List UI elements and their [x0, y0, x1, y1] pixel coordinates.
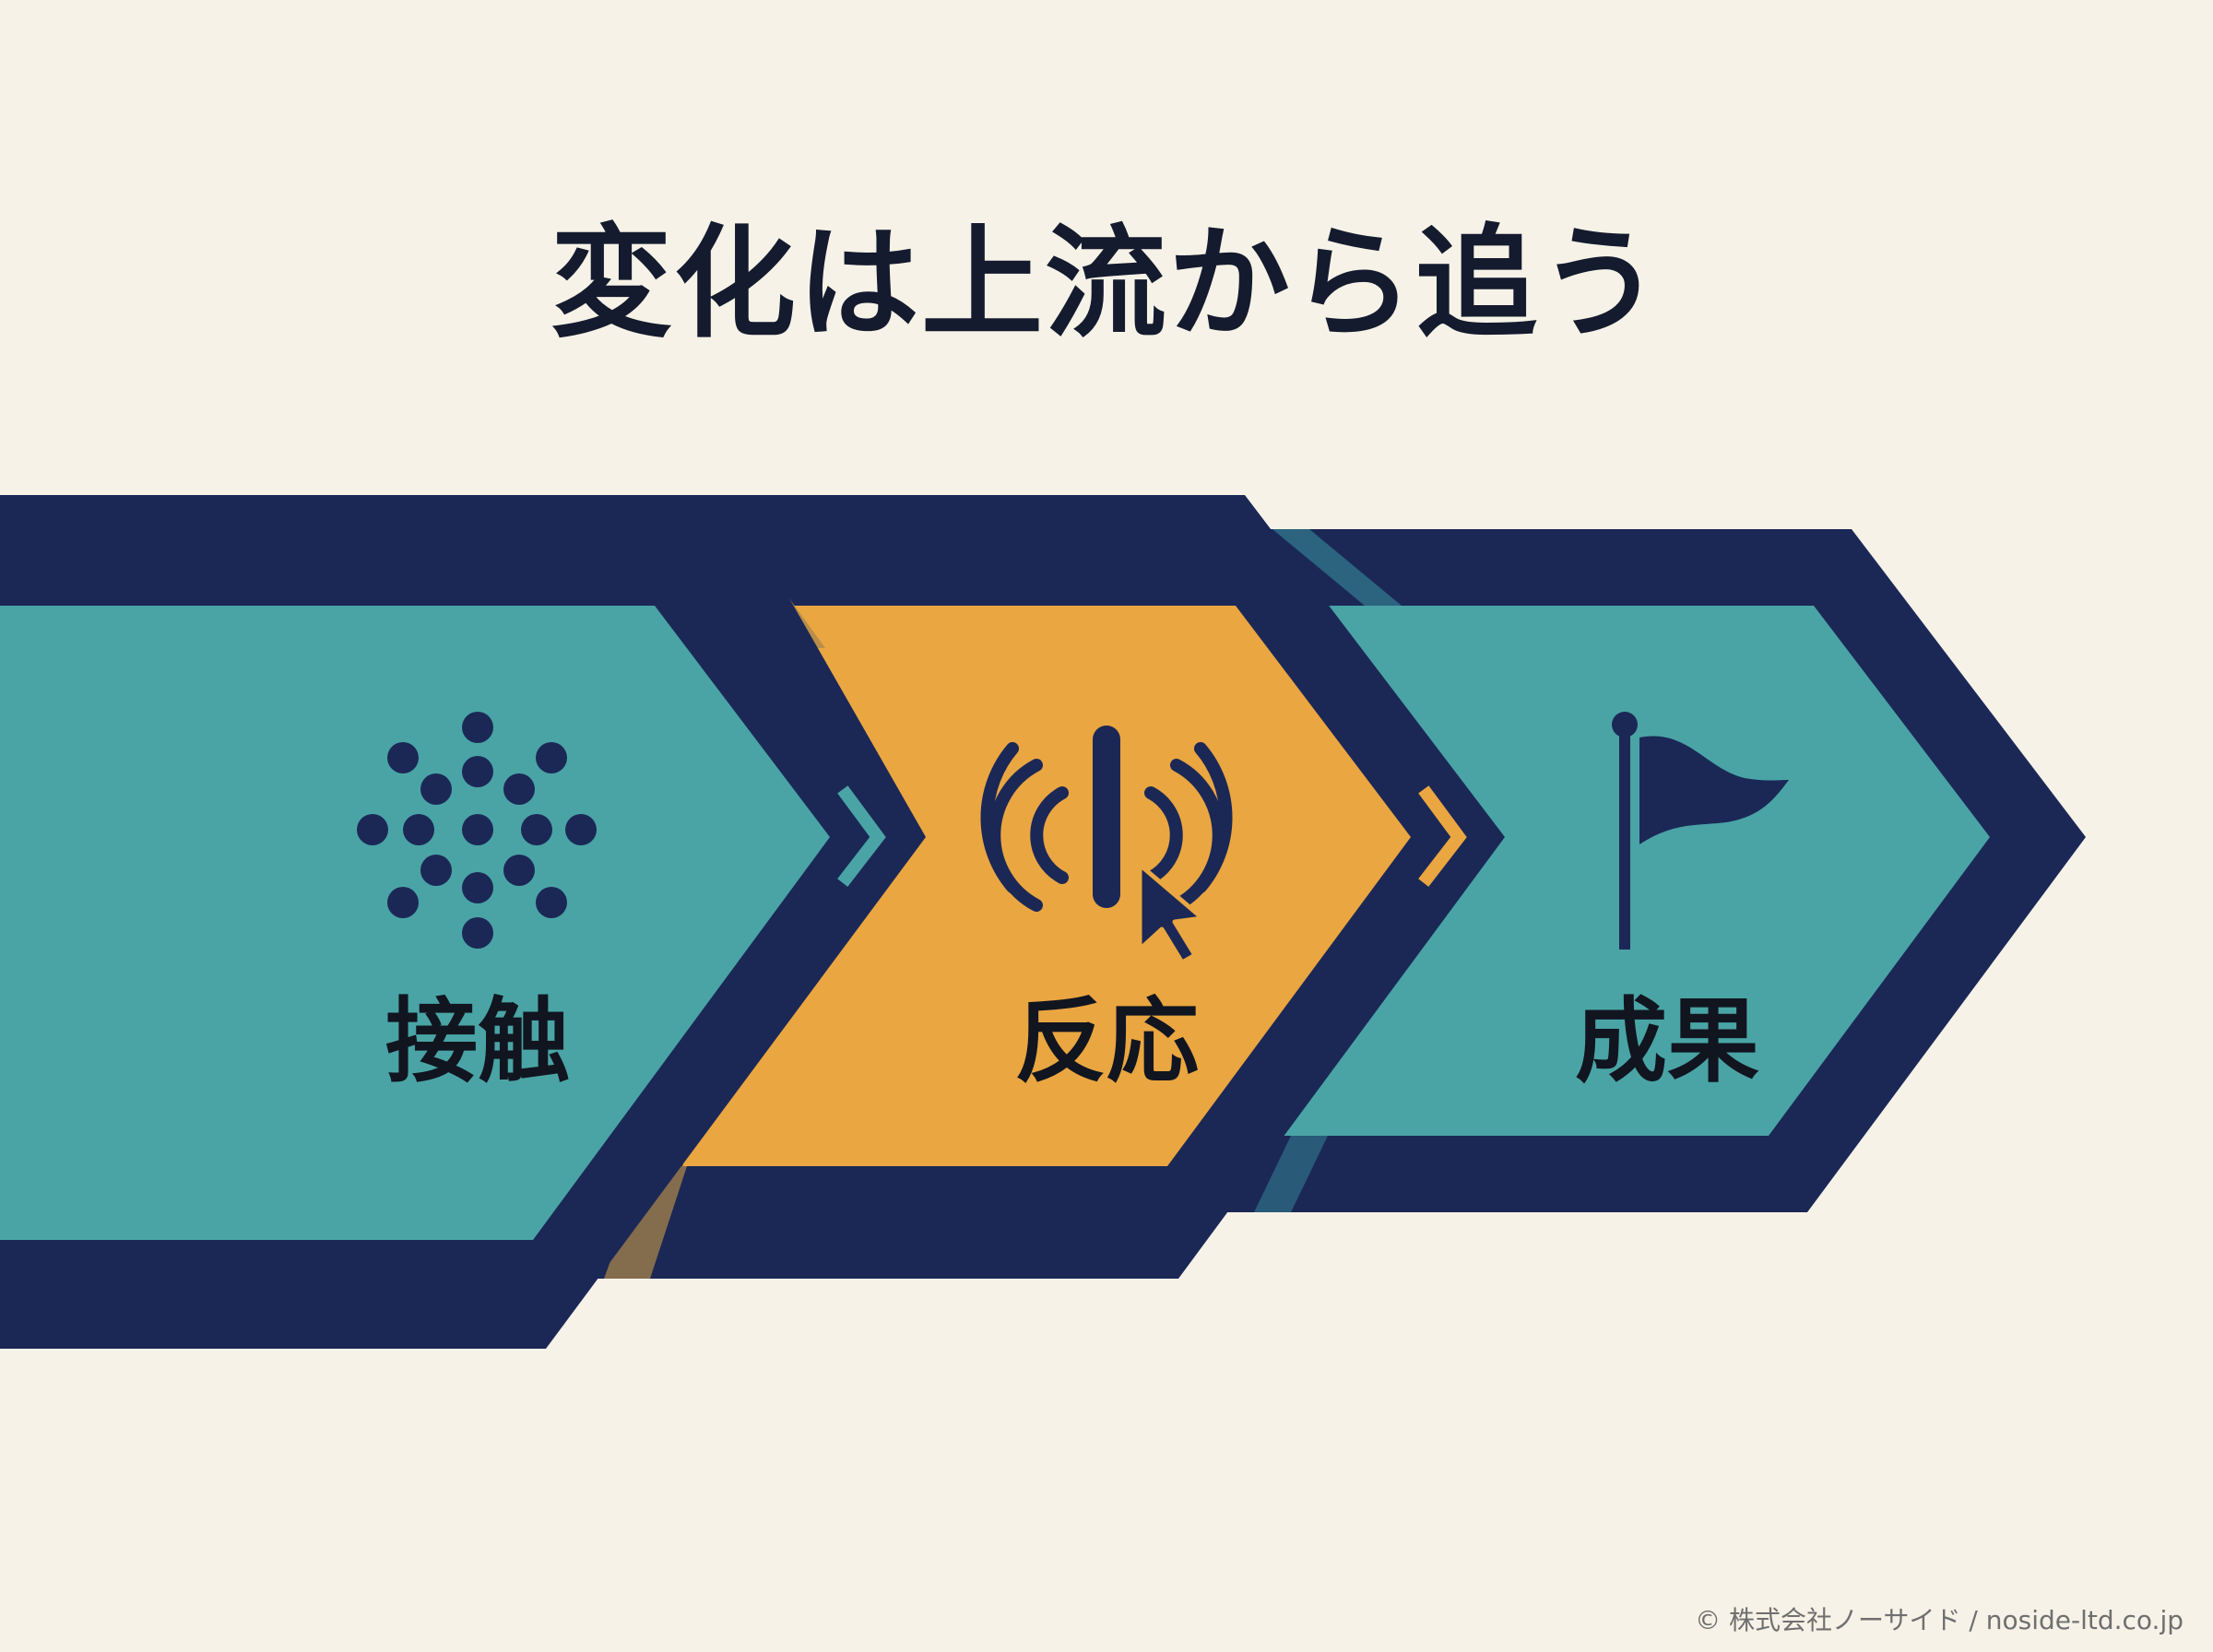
stage-label-result: 成果 — [1575, 987, 1759, 1095]
seam-highlight-teal-top — [1272, 529, 1402, 606]
chevron-right-icon — [1418, 785, 1467, 887]
page-title: 変化は上流から追う — [550, 213, 1663, 355]
stage-label-contact: 接触 — [385, 987, 570, 1095]
seam-highlight-teal-bottom — [1254, 1136, 1328, 1212]
copyright-footer: © 株式会社ノーサイド / noside-ltd.co.jp — [1695, 1605, 2183, 1635]
cursor-arrow-icon — [1137, 862, 1205, 965]
stage-label-response: 反応 — [1014, 987, 1199, 1095]
stage-result-arrow — [1208, 529, 2086, 1212]
seam-highlight-bottom — [604, 1166, 687, 1279]
stage-result-fill — [1272, 606, 1990, 1136]
flag-icon — [1612, 712, 1789, 950]
dot-burst-icon — [357, 712, 597, 949]
chevron-right-icon — [837, 785, 886, 887]
stage-contact-arrow — [0, 495, 926, 1349]
stage-contact-fill — [0, 606, 830, 1240]
signal-click-icon — [980, 726, 1233, 912]
